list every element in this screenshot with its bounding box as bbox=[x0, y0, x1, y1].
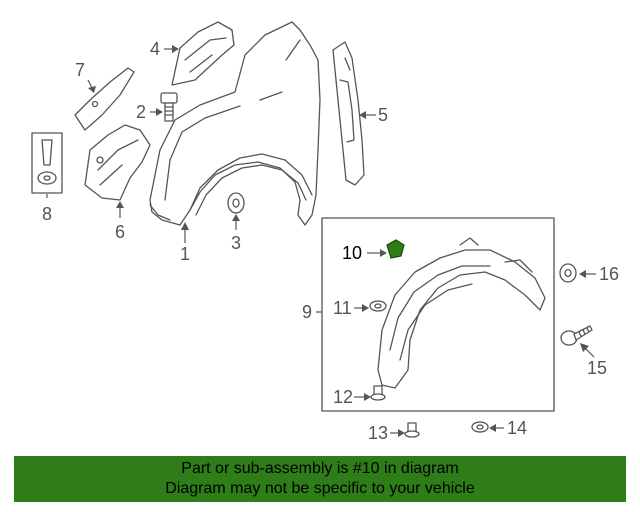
info-banner-line-1: Part or sub-assembly is #10 in diagram bbox=[181, 460, 459, 477]
callout-10: 10 bbox=[342, 243, 362, 263]
fender-liner bbox=[377, 237, 546, 389]
callout-7: 7 bbox=[75, 60, 85, 80]
trim-part-5 bbox=[332, 41, 365, 186]
pin-part-12 bbox=[370, 385, 386, 401]
clip-part-10-highlighted bbox=[386, 239, 405, 259]
pin-part-13 bbox=[404, 422, 420, 438]
callout-16: 16 bbox=[599, 264, 619, 284]
grommet-part-16 bbox=[559, 263, 577, 283]
callout-6: 6 bbox=[115, 222, 125, 242]
liner-assembly-box-part-9 bbox=[321, 217, 555, 412]
info-banner: Part or sub-assembly is #10 in diagram D… bbox=[14, 456, 626, 502]
clip-part-14 bbox=[471, 421, 489, 433]
screw-part-15 bbox=[560, 325, 593, 346]
callout-8: 8 bbox=[42, 204, 52, 224]
callout-5: 5 bbox=[378, 105, 388, 125]
callout-12: 12 bbox=[333, 387, 353, 407]
washer-part-11 bbox=[369, 300, 387, 312]
callout-3: 3 bbox=[231, 233, 241, 253]
callout-1: 1 bbox=[180, 244, 190, 264]
info-banner-line-2: Diagram may not be specific to your vehi… bbox=[165, 480, 475, 497]
bracket-part-6 bbox=[84, 124, 151, 201]
callout-2: 2 bbox=[136, 102, 146, 122]
bracket-part-4 bbox=[171, 21, 235, 86]
plate-part-7 bbox=[74, 67, 135, 131]
callout-9: 9 bbox=[302, 302, 312, 322]
callout-11: 11 bbox=[333, 298, 352, 318]
callout-15: 15 bbox=[587, 358, 607, 378]
fender-part-1 bbox=[149, 21, 321, 226]
callout-14: 14 bbox=[507, 418, 527, 438]
callout-13: 13 bbox=[368, 423, 388, 443]
bolt-part-2 bbox=[160, 92, 178, 122]
nut-part-3 bbox=[227, 192, 245, 214]
clip-part-8 bbox=[31, 132, 63, 194]
callout-4: 4 bbox=[150, 39, 160, 59]
leader-lines bbox=[46, 45, 596, 437]
